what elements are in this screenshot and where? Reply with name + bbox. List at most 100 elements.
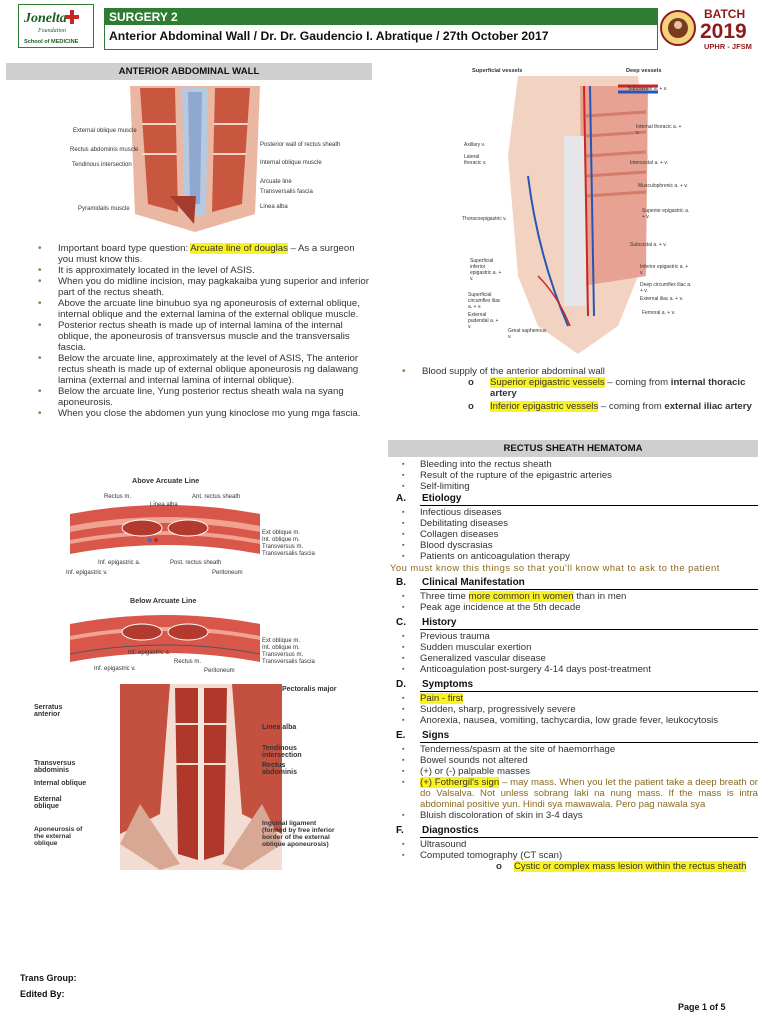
- page-header: Jonelta Foundation School of MEDICINE SU…: [0, 0, 768, 58]
- label-deep-vessels: Deep vessels: [626, 68, 662, 74]
- fig-below-inf-epigastric-v: Inf. epigastric v.: [94, 666, 136, 672]
- label-intercostal: Intercostal a. + v.: [630, 160, 668, 166]
- list-item: Collagen diseases: [396, 529, 758, 540]
- fig-above-inf-epigastric-v: Inf. epigastric v.: [66, 570, 108, 576]
- diagnostics-sub-item: o Cystic or complex mass lesion within t…: [496, 861, 747, 872]
- heading-symptoms: D.Symptoms: [396, 678, 758, 692]
- course-bar: [105, 9, 657, 25]
- label-posterior-wall: Posterior wall of rectus sheath: [260, 142, 341, 148]
- note-item: Below the arcuate line, approximately at…: [30, 353, 370, 386]
- fig-below-title: Below Arcuate Line: [130, 596, 197, 605]
- heading-diagnostics: F.Diagnostics: [396, 824, 758, 838]
- heading-etiology: A.Etiology: [396, 492, 758, 506]
- heading-clinical-manifestation: B.Clinical Manifestation: [396, 576, 758, 590]
- list-item: Self-limiting: [396, 481, 758, 492]
- batch-school: UPHR - JFSM: [704, 42, 752, 51]
- signs-list: Tenderness/spasm at the site of haemorrh…: [396, 744, 758, 821]
- note-item: Above the arcuate line binubuo sya ng ap…: [30, 298, 370, 320]
- fig-above-title: Above Arcuate Line: [132, 476, 200, 485]
- figure-below-arcuate-line: Below Arcuate Line Ext oblique m. Int. o…: [64, 596, 334, 680]
- fig-below-transversus: Transversus m.: [262, 652, 304, 658]
- label-rectus-abdominis: Rectus abdominis muscle: [70, 147, 139, 153]
- abdominal-wall-illustration: [130, 86, 260, 232]
- batch-label: BATCH: [704, 7, 745, 21]
- label-arcuate-line: Arcuate line: [260, 179, 292, 185]
- below-arcuate-illustration: [70, 615, 260, 662]
- fig-below-transversalis: Transversalis fascia: [262, 659, 315, 665]
- batch-year: 2019: [700, 20, 747, 43]
- list-item: Computed tomography (CT scan): [396, 850, 758, 861]
- label-pyramidalis: Pyramidalis muscle: [78, 206, 130, 212]
- list-item: Bleeding into the rectus sheath: [396, 459, 758, 470]
- fig-above-transversalis: Transversalis fascia: [262, 551, 315, 557]
- diagnostics-list: Ultrasound Computed tomography (CT scan): [396, 839, 758, 861]
- label-linea-alba: Linea alba: [260, 204, 288, 210]
- batch-logo: BATCH 2019 UPHR - JFSM: [660, 4, 764, 52]
- document-title: Anterior Abdominal Wall / Dr. Dr. Gauden…: [109, 29, 549, 43]
- fig-above-rectus: Rectus m.: [104, 494, 132, 500]
- list-item: Previous trauma: [396, 631, 758, 642]
- fig-below-peritoneum: Peritoneum: [204, 668, 235, 674]
- label-tendinous-muscles: Tendinous intersection: [262, 745, 302, 759]
- label-serratus: Serratus anterior: [34, 704, 63, 718]
- list-item: Blood dyscrasias: [396, 540, 758, 551]
- etiology-note: You must know this things so that you'll…: [390, 562, 720, 573]
- hematoma-content: Bleeding into the rectus sheath Result o…: [390, 459, 758, 872]
- footer-edited-by: Edited By:: [20, 989, 65, 999]
- fig-above-post-sheath: Post. rectus sheath: [170, 560, 222, 566]
- note-item: When you do midline incision, may pagkak…: [30, 276, 370, 298]
- list-item: Debilitating diseases: [396, 518, 758, 529]
- list-item: Peak age incidence at the 5th decade: [396, 602, 758, 613]
- label-pectoralis: Pectoralis major: [282, 686, 337, 693]
- header-banner: SURGERY 2 Anterior Abdominal Wall / Dr. …: [104, 8, 658, 50]
- label-superficial-vessels: Superficial vessels: [472, 68, 523, 74]
- label-subcostal: Subcostal a. + v.: [630, 242, 667, 248]
- fig-above-int-oblique: Int. oblique m.: [262, 537, 300, 543]
- list-item: Infectious diseases: [396, 507, 758, 518]
- school-logo: Jonelta Foundation School of MEDICINE: [18, 4, 94, 48]
- list-item: Anorexia, nausea, vomiting, tachycardia,…: [396, 715, 758, 726]
- list-item: Bowel sounds not altered: [396, 755, 758, 766]
- superior-epigastric-item: o Superior epigastric vessels – coming f…: [468, 377, 746, 399]
- label-lateral-thoracic: Lateral thoracic v.: [464, 154, 487, 166]
- inferior-epigastric-item: o Inferior epigastric vessels – coming f…: [468, 401, 752, 412]
- blood-supply-item: Blood supply of the anterior abdominal w…: [394, 366, 758, 377]
- fig-above-linea-alba: Linea alba: [150, 502, 178, 508]
- figure-above-arcuate-line: Above Arcuate Line Rectus m. Ant. rectus…: [64, 474, 334, 586]
- footer-page-number: Page 1 of 5: [678, 1002, 726, 1012]
- symptoms-list: Pain - first Sudden, sharp, progressivel…: [396, 693, 758, 726]
- fig-below-inf-epigastric-a: Inf. epigastric a.: [128, 650, 171, 656]
- footer-trans-group: Trans Group:: [20, 973, 77, 983]
- list-item: Three time more common in women than in …: [396, 591, 758, 602]
- logo-school: School of MEDICINE: [24, 39, 79, 45]
- section-rectus-sheath-hematoma: RECTUS SHEATH HEMATOMA: [388, 440, 758, 457]
- figure-abdominal-muscles: Serratus anterior Pectoralis major Linea…: [30, 684, 370, 870]
- note-item: When you close the abdomen yun yung kino…: [30, 408, 370, 419]
- etiology-list: Infectious diseases Debilitating disease…: [396, 507, 758, 562]
- list-item: Pain - first: [396, 693, 758, 704]
- label-superficial-inferior-epigastric: Superficial inferior epigastric a. + v.: [470, 258, 502, 282]
- blood-vessels-illustration: [508, 76, 658, 354]
- label-rectus-muscles: Rectus abdominis: [262, 762, 298, 776]
- list-item: Bluish discoloration of skin in 3-4 days: [396, 810, 758, 821]
- figure-abdominal-wall-muscles: External oblique muscle Rectus abdominis…: [70, 84, 340, 234]
- label-superficial-circumflex: Superficial circumflex iliac a. + v.: [468, 292, 501, 310]
- label-external-iliac: External iliac a. + v.: [640, 296, 684, 302]
- label-linea-alba-muscles: Linea alba: [262, 724, 297, 731]
- fig-above-transversus: Transversus m.: [262, 544, 304, 550]
- label-femoral: Femoral a. + v.: [642, 310, 676, 316]
- fig-above-ant-sheath: Ant. rectus sheath: [192, 494, 241, 500]
- list-item: Tenderness/spasm at the site of haemorrh…: [396, 744, 758, 755]
- heading-signs: E.Signs: [396, 729, 758, 743]
- note-item: It is approximately located in the level…: [30, 265, 370, 276]
- heading-history: C.History: [396, 616, 758, 630]
- figure-blood-vessels: Superficial vessels Deep vessels Subclav…: [458, 66, 703, 362]
- clinical-manifestation-list: Three time more common in women than in …: [396, 591, 758, 613]
- label-external-pudendal: External pudendal a. + v.: [468, 312, 499, 330]
- list-item: Result of the rupture of the epigastric …: [396, 470, 758, 481]
- course-title: SURGERY 2: [109, 10, 178, 24]
- label-subclavian: Subclavian a. + v.: [628, 86, 668, 92]
- above-arcuate-illustration: [70, 505, 260, 554]
- label-aponeurosis: Aponeurosis of the external oblique: [34, 826, 83, 847]
- list-item: Sudden, sharp, progressively severe: [396, 704, 758, 715]
